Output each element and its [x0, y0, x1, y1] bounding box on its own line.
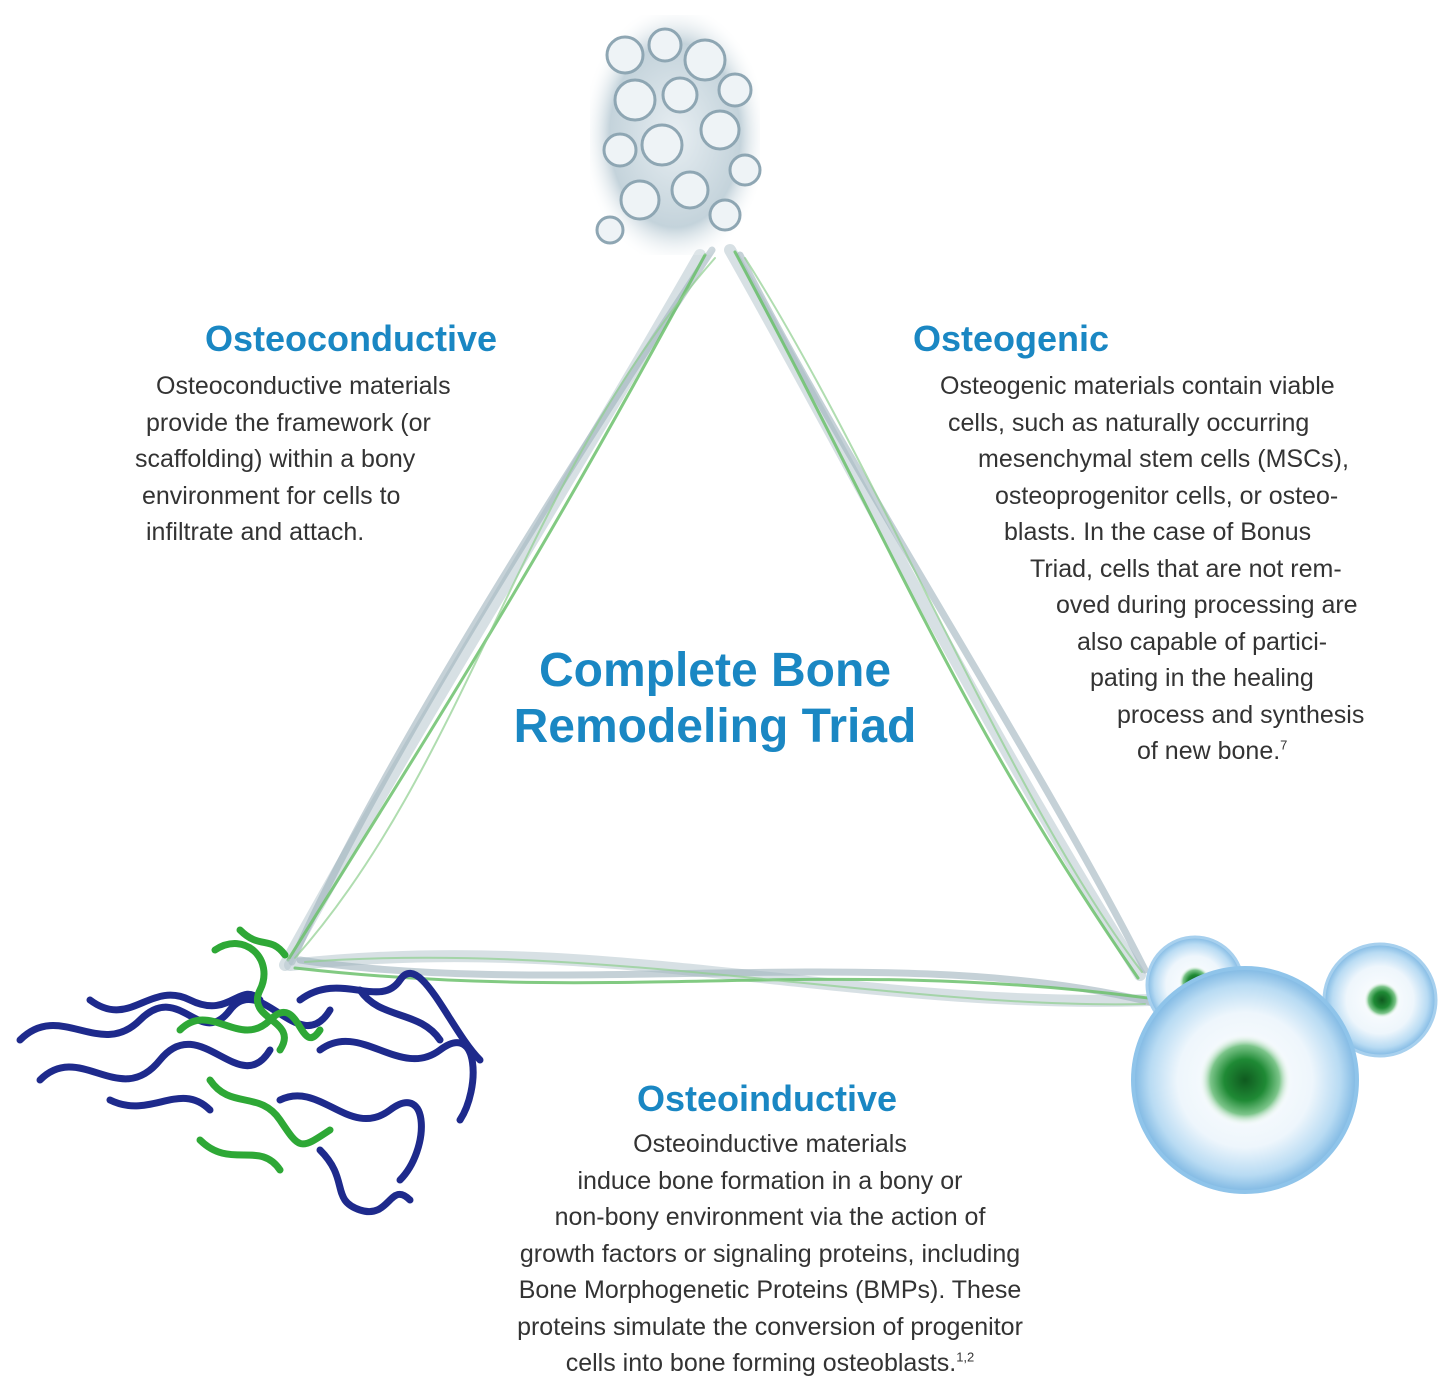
- osteogenic-title: Osteogenic: [913, 318, 1110, 359]
- osteoconductive-line: infiltrate and attach.: [146, 518, 365, 546]
- osteoconductive-line: Osteoconductive materials: [156, 372, 451, 400]
- osteoinductive-last-line: cells into bone forming osteoblasts.1,2: [470, 1345, 1070, 1382]
- osteoinductive-line: Bone Morphogenetic Proteins (BMPs). Thes…: [518, 1276, 1022, 1304]
- osteogenic-line: also capable of partici-: [1077, 627, 1328, 656]
- osteogenic-line: mesenchymal stem cells (MSCs),: [978, 445, 1349, 473]
- osteogenic-line: pating in the healing: [1090, 664, 1314, 692]
- osteoconductive-line: scaffolding) within a bony: [135, 445, 416, 473]
- osteoinductive-description: Osteoinductive materials induce bone for…: [470, 1126, 1070, 1382]
- center-title-line: Remodeling Triad: [513, 700, 917, 753]
- osteoinductive-line: induce bone formation in a bony or: [577, 1166, 963, 1195]
- osteoinductive-line: cells into bone forming osteoblasts.: [565, 1349, 957, 1377]
- osteoconductive-title: Osteoconductive: [205, 318, 498, 359]
- bottom-strand: [284, 950, 1156, 1007]
- center-title: Complete Bone Remodeling Triad: [440, 643, 990, 755]
- stem-cells-illustration: [1131, 935, 1438, 1194]
- osteogenic-line: Osteogenic materials contain viable: [940, 372, 1335, 400]
- osteogenic-line: of new bone.: [1137, 737, 1281, 765]
- osteoconductive-line: provide the framework (or: [146, 408, 431, 437]
- protein-structure-illustration: [16, 926, 484, 1216]
- osteogenic-line: blasts. In the case of Bonus: [1004, 518, 1312, 546]
- osteogenic-footnote: 7: [1280, 737, 1288, 753]
- osteoinductive-title: Osteoinductive: [637, 1078, 898, 1119]
- osteogenic-line: Triad, cells that are not rem-: [1030, 554, 1342, 583]
- osteoinductive-line: non-bony environment via the action of: [554, 1203, 986, 1231]
- bone-scaffold-illustration: [590, 15, 762, 255]
- center-title-line: Complete Bone: [538, 644, 892, 697]
- osteoinductive-line: growth factors or signaling proteins, in…: [519, 1239, 1021, 1268]
- osteoconductive-description: Osteoconductive materials provide the fr…: [130, 368, 451, 551]
- osteogenic-line: osteoprogenitor cells, or osteo-: [995, 481, 1339, 510]
- osteoinductive-footnote: 1,2: [956, 1349, 975, 1365]
- osteogenic-line: oved during processing are: [1056, 591, 1358, 619]
- osteogenic-line: process and synthesis: [1117, 700, 1365, 729]
- osteogenic-line: cells, such as naturally occurring: [948, 408, 1310, 437]
- osteoinductive-line: Osteoinductive materials: [633, 1130, 907, 1158]
- osteoinductive-line: proteins simulate the conversion of prog…: [517, 1312, 1023, 1341]
- left-strand: [279, 246, 716, 971]
- osteogenic-last-line: of new bone.7: [940, 733, 1364, 770]
- osteoconductive-line: environment for cells to: [142, 481, 401, 510]
- right-strand: [724, 244, 1149, 981]
- osteogenic-description: Osteogenic materials contain viable cell…: [940, 368, 1364, 770]
